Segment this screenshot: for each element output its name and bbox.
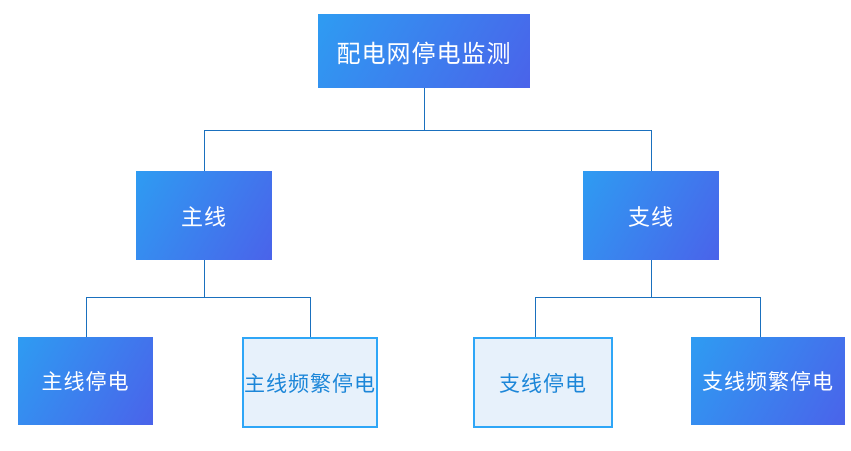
node-branch-line[interactable]: 支线	[583, 171, 719, 260]
node-main-line-outage[interactable]: 主线停电	[18, 337, 153, 425]
node-root[interactable]: 配电网停电监测	[318, 14, 530, 88]
connector-main-leaves-rail	[86, 297, 310, 298]
connector-branch-line-outage-drop	[535, 297, 536, 337]
connector-branch-line-drop	[651, 130, 652, 171]
node-main-line-frequent-outage[interactable]: 主线频繁停电	[242, 337, 378, 428]
node-main-line[interactable]: 主线	[136, 171, 272, 260]
connector-level1-rail	[204, 130, 651, 131]
connector-main-line-stem	[204, 260, 205, 297]
connector-main-line-drop	[204, 130, 205, 171]
connector-branch-line-stem	[651, 260, 652, 297]
connector-main-line-outage-drop	[86, 297, 87, 337]
connector-main-line-frequent-drop	[310, 297, 311, 337]
connector-branch-line-frequent-drop	[760, 297, 761, 337]
node-branch-line-outage[interactable]: 支线停电	[473, 337, 613, 428]
connector-root-stem	[424, 88, 425, 130]
connector-branch-leaves-rail	[535, 297, 760, 298]
node-branch-line-frequent-outage[interactable]: 支线频繁停电	[691, 337, 845, 425]
